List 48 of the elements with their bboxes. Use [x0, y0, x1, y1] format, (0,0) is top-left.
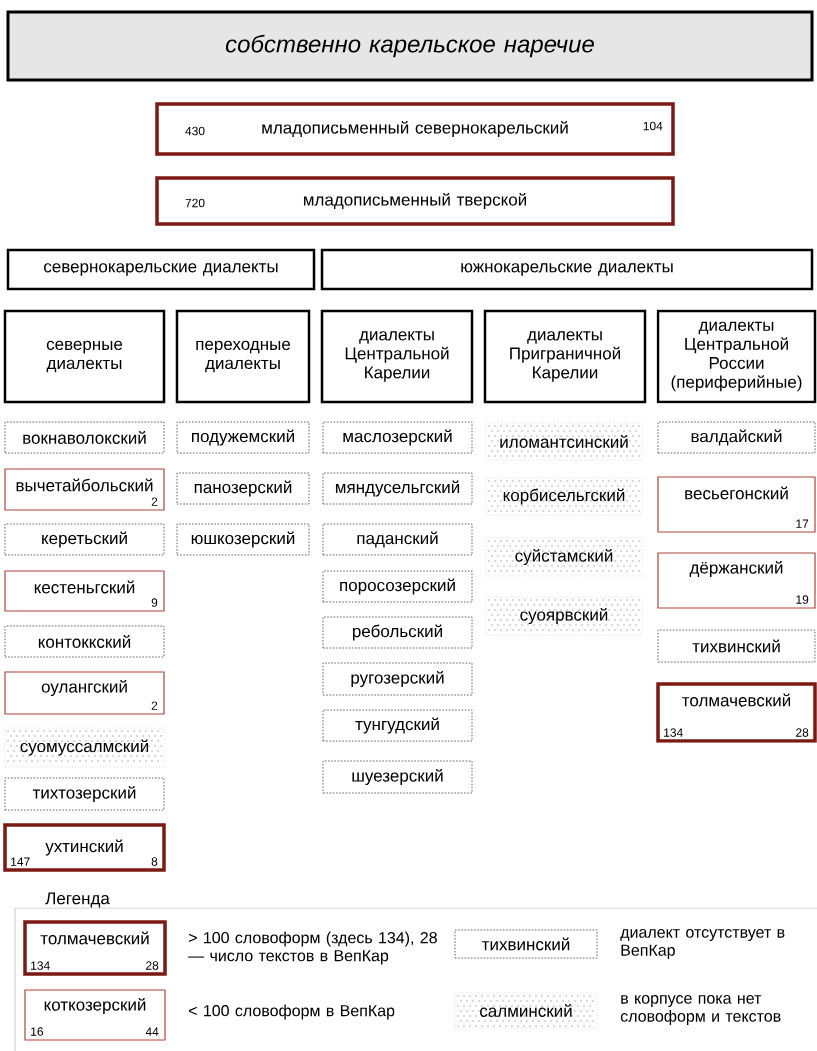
variant-box: 720 младописьменный тверской — [155, 176, 675, 226]
dialect-box: тихвинский — [657, 629, 816, 663]
group-box: северные диалекты — [3, 309, 166, 404]
dialect-box: тунгудский — [322, 709, 473, 742]
dialect-box: маслозерский — [322, 421, 473, 454]
dialect-box: толмачевский 134 28 — [656, 682, 817, 743]
dialect-box: вокнаволокский — [4, 421, 165, 454]
dialect-box: корбисельгский — [485, 477, 643, 516]
dialect-box: контоккский — [4, 625, 165, 658]
dialect-box: оулангский 2 — [4, 671, 165, 715]
dialect-box: валдайский — [657, 421, 816, 454]
variant-box: 430 младописьменный севернокарельский 104 — [155, 102, 675, 156]
dialect-box: весьегонский 17 — [657, 476, 816, 533]
dialect-box: ругозерский — [322, 662, 473, 696]
dialect-box: дёржанский 19 — [657, 552, 816, 609]
group-box: южнокарельские диалекты — [320, 248, 814, 291]
dialect-box: 147 ухтинский 8 — [3, 823, 166, 872]
dialect-box: керетьский — [4, 523, 165, 556]
legend-text: > 100 словоформ (здесь 134), 28 — число текстов в ВепКар — [188, 931, 437, 965]
group-box: переходные диалекты — [175, 309, 311, 404]
group-box: севернокарельские диалекты — [6, 248, 316, 291]
legend-text: в корпусе пока нет словоформ и текстов — [620, 995, 781, 1025]
legend-text: < 100 словоформ в ВепКар — [189, 1004, 395, 1020]
dialect-box: юшкозерский — [176, 523, 310, 556]
group-box: диалекты Приграничной Карелии — [483, 309, 647, 404]
dialect-box: иломантсинский — [485, 422, 643, 461]
dialect-box: суоярвский — [485, 596, 643, 636]
dialect-box: паданский — [322, 523, 473, 556]
dialect-box: панозерский — [176, 472, 310, 505]
sample-box: тихвинский — [454, 929, 598, 959]
group-box: диалекты Центральной Карелии — [320, 309, 474, 404]
dialect-box: вычетайбольский 2 — [4, 468, 165, 511]
dialect-box: шуезерский — [322, 760, 473, 794]
dialect-box: поросозерский — [322, 570, 473, 603]
dialect-box: суомуссалмский — [4, 727, 165, 768]
group-box: диалекты Центральной России (периферийные) — [656, 309, 817, 404]
dialect-box: мяндусельгский — [322, 472, 473, 505]
sample-box: толмачевский 134 28 — [23, 920, 167, 976]
sample-box: коткозерский 16 44 — [24, 989, 166, 1041]
sample-box: салминский — [454, 992, 598, 1029]
legend-text: диалект отсутствует в ВепКар — [620, 929, 785, 959]
legend-heading: Легенда — [45, 892, 110, 908]
dialect-box: кестеньгский 9 — [4, 570, 165, 612]
heading-box: собственно карельское наречие — [6, 10, 814, 82]
dialect-box: ребольский — [322, 616, 473, 649]
dialect-box: подужемский — [176, 421, 310, 454]
dialect-box: суйстамский — [485, 537, 643, 577]
dialect-box: тихтозерский — [4, 777, 165, 811]
